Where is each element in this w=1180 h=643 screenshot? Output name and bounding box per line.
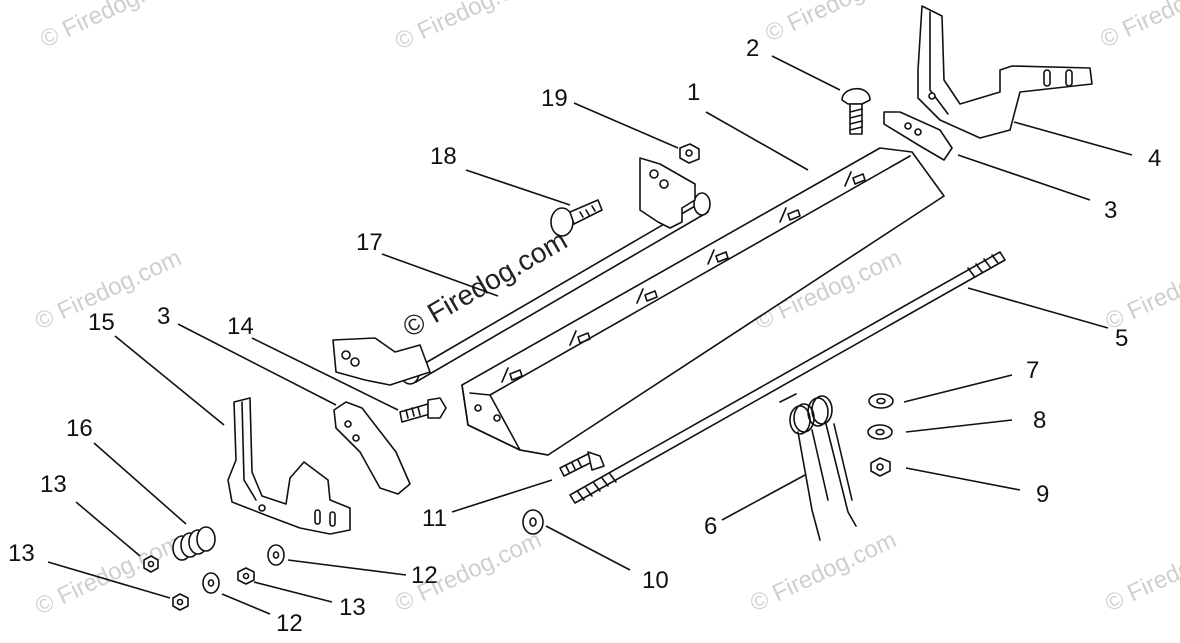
- callout-12: 12: [411, 562, 438, 589]
- callout-19: 19: [541, 85, 568, 112]
- callout-15: 15: [88, 309, 115, 336]
- part-4-bracket: [917, 5, 1093, 139]
- callout-3: 3: [1104, 197, 1117, 224]
- part-14-bolt: [399, 397, 447, 423]
- callout-13: 13: [339, 594, 366, 621]
- part-3-bracket-right: [883, 111, 953, 161]
- part-17-rod-assembly: [332, 157, 711, 386]
- callout-10: 10: [642, 567, 669, 594]
- part-8-washer: [867, 424, 893, 440]
- part-5-threaded-rod: [569, 251, 1006, 504]
- callout-2: 2: [746, 35, 759, 62]
- part-10-washer: [522, 509, 544, 535]
- callout-18: 18: [430, 143, 457, 170]
- watermark: © Firedog.com: [1101, 244, 1180, 335]
- part-7-washer: [868, 393, 894, 409]
- callout-17: 17: [356, 229, 383, 256]
- callout-5: 5: [1115, 325, 1128, 352]
- part-1-deflector: [461, 147, 945, 456]
- part-2-bolt: [841, 87, 871, 135]
- callout-13: 13: [8, 540, 35, 567]
- watermark: © Firedog.com: [1096, 0, 1180, 53]
- watermark: © Firedog.com: [761, 0, 915, 47]
- part-15-bracket: [227, 397, 351, 535]
- part-19-nut: [679, 143, 700, 164]
- part-9-nut: [870, 457, 891, 477]
- part-13-nut-c: [237, 567, 255, 585]
- watermark: © Firedog.com: [36, 0, 190, 53]
- callout-14: 14: [227, 313, 254, 340]
- callout-6: 6: [704, 513, 717, 540]
- part-6-spring: [779, 393, 857, 541]
- callout-7: 7: [1026, 357, 1039, 384]
- watermark: © Firedog.com: [746, 526, 900, 617]
- watermark-center: © Firedog.com: [398, 224, 573, 343]
- part-12-washer-a: [202, 572, 220, 594]
- callouts: 1 2 3 4 3 5 7 8 9 6 10 11 12 12 13 13 13…: [8, 35, 1161, 637]
- part-13-nut-a: [143, 555, 159, 573]
- callout-12: 12: [276, 610, 303, 637]
- leader-lines: [47, 55, 1133, 615]
- part-18-bolt: [550, 199, 603, 237]
- callout-1: 1: [687, 79, 700, 106]
- part-13-nut-b: [172, 593, 189, 611]
- part-11-bolt: [559, 451, 605, 477]
- watermark: © Firedog.com: [1101, 526, 1180, 617]
- callout-4: 4: [1148, 145, 1161, 172]
- watermark: © Firedog.com: [391, 0, 545, 55]
- callout-13: 13: [40, 471, 67, 498]
- callout-11: 11: [422, 505, 447, 532]
- part-16-spring: [172, 526, 216, 561]
- watermark: © Firedog.com: [31, 529, 185, 620]
- callout-9: 9: [1036, 481, 1049, 508]
- part-3-bracket-left: [333, 401, 411, 495]
- callout-3: 3: [157, 303, 170, 330]
- part-12-washer-b: [267, 544, 285, 566]
- callout-8: 8: [1033, 407, 1046, 434]
- callout-16: 16: [66, 415, 93, 442]
